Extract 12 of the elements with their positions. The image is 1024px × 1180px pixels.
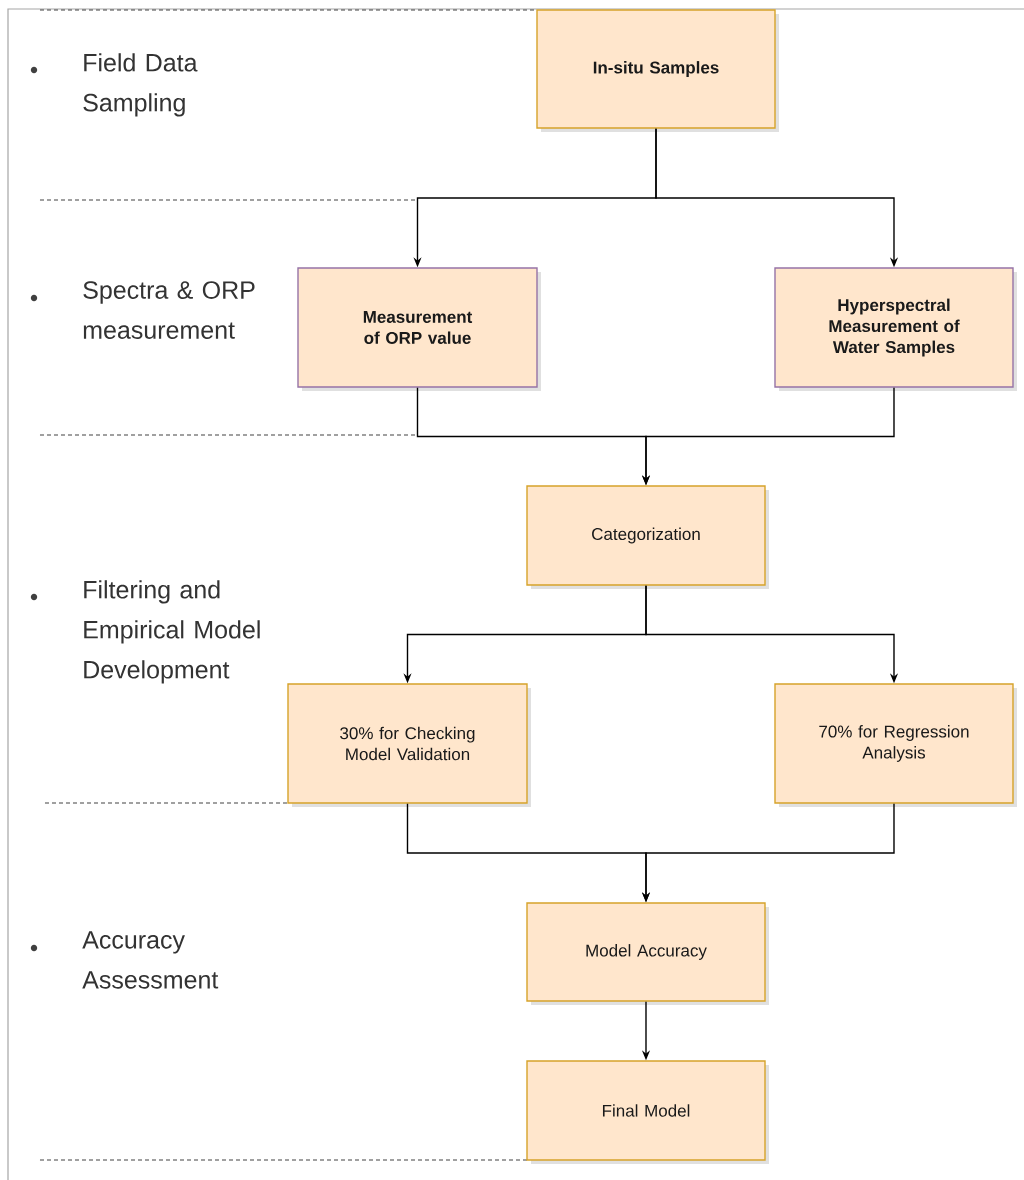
process-box: Hyperspectral Measurement of Water Samples [774,267,1017,391]
process-box: 30% for Checking Model Validation [287,683,531,807]
process-box: In-situ Samples [536,9,779,132]
stage-label: Filtering and Empirical Model Development [84,580,260,684]
process-box: Final Model [526,1060,769,1164]
process-box: Measurement of ORP value [297,267,541,391]
process-box: Model Accuracy [526,902,769,1005]
process-box: Categorization [526,485,769,589]
process-box: 70% for Regression Analysis [774,683,1017,807]
stage-label: Field Data Sampling [83,53,198,117]
stage-label: Accuracy Assessment [82,931,219,989]
stage-label: Spectra & ORP measurement [83,281,255,339]
